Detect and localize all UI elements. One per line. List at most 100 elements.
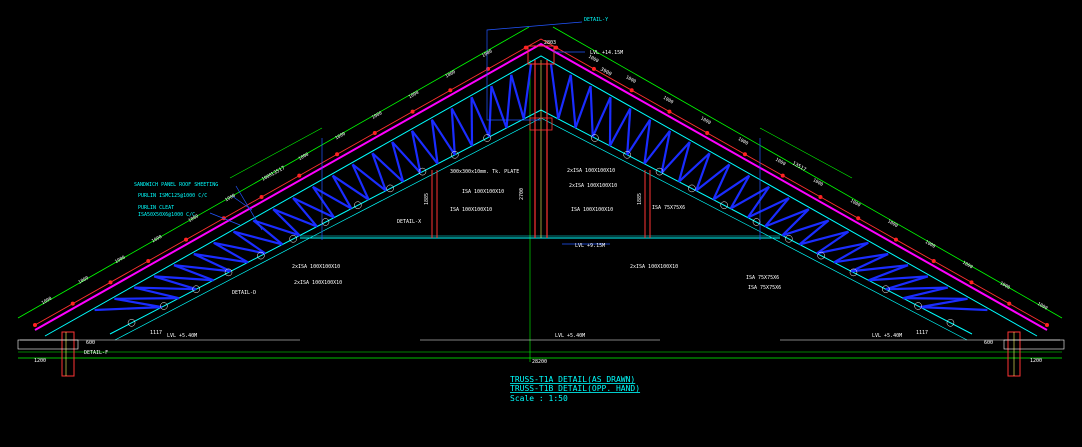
member-right-f: ISA 75X75X6 (748, 285, 781, 291)
panel-dimensions: 1000100010001000100010001000100010001000… (41, 48, 1049, 311)
right-node-tag (655, 167, 664, 176)
left-web-diag (505, 74, 513, 129)
member-right-d: ISA 75X75X6 (652, 205, 685, 211)
left-purlin-dot (33, 323, 37, 327)
right-panel-dim: 1000 (662, 95, 675, 106)
right-web-diag (851, 264, 909, 273)
left-web-diag (252, 219, 284, 246)
right-web-diag (695, 163, 731, 192)
member-left-c: ISA 100X100X10 (462, 189, 504, 195)
left-web-diag (450, 108, 456, 155)
right-web-diag (712, 163, 731, 201)
left-web-diag (510, 74, 525, 120)
member-left-b: 2xISA 100X100X10 (294, 280, 342, 286)
right-web-diag (643, 130, 671, 165)
overall-span-dim: 28200 (532, 359, 547, 365)
left-purlin-dot (297, 173, 302, 178)
plate-label: 300x300x10mm. Tk. PLATE (450, 169, 519, 175)
left-web-diag (488, 85, 493, 137)
member-right-b: 2xISA 100X100X10 (569, 183, 617, 189)
right-bottom-chord-2 (540, 117, 968, 341)
top-chord (34, 42, 1048, 331)
right-panel-dim: 1000 (886, 219, 899, 230)
left-support-wall (61, 331, 75, 377)
right-slope-dim: 13517 (791, 161, 807, 174)
left-node-tag (160, 302, 168, 310)
right-web-diag (660, 130, 672, 173)
left-purlin-dot (372, 130, 377, 135)
right-node-tag (914, 302, 922, 310)
right-web-diag (764, 197, 790, 228)
left-web-diag (193, 252, 249, 264)
left-web-diag (411, 130, 439, 165)
right-web-diag (920, 297, 968, 309)
left-node-tag (386, 184, 394, 193)
left-slope-dim-line (17, 26, 530, 319)
right-panel-dim: 1000 (587, 54, 600, 65)
left-purlin-dot (108, 280, 113, 285)
right-slope-dim-line-2 (759, 127, 853, 179)
base-left-dim: 1117 (150, 330, 162, 336)
right-bottom-chord (540, 109, 973, 335)
detail-x-label: DETAIL-X (397, 219, 421, 225)
right-slope-dim-line (552, 26, 1063, 319)
right-web-diag (903, 297, 968, 300)
left-web-diag (193, 253, 232, 273)
right-node-tag (591, 134, 599, 142)
left-web-diag (410, 130, 422, 173)
right-panel-dim: 1000 (961, 260, 974, 271)
left-purlin-dot (146, 258, 151, 263)
supports (17, 331, 1065, 377)
left-bearing-dim: 1200 (34, 358, 46, 364)
left-web-diag (522, 63, 533, 120)
right-node-tag (785, 235, 793, 243)
left-web-diag (450, 107, 474, 147)
left-slope-dim-line-2 (229, 127, 323, 179)
right-web-diag (557, 74, 572, 120)
right-web-diag (816, 241, 869, 255)
right-web-diag (799, 230, 849, 246)
center-height-dim: 2700 (519, 188, 525, 200)
right-panel-dim: 1000 (774, 157, 787, 168)
right-node-tag (720, 201, 728, 209)
base-right-dim: 1117 (916, 330, 928, 336)
left-panel-dim: 1000 (408, 90, 421, 101)
detail-y-leader (486, 21, 583, 121)
left-web-diag (272, 208, 318, 228)
member-left-d: ISA 100X100X10 (450, 207, 492, 213)
left-web-diag (134, 286, 180, 300)
left-node-tag (451, 151, 459, 159)
node-tags (127, 134, 955, 327)
right-purlin-dot (591, 66, 596, 71)
chords (20, 38, 1060, 341)
right-web-diag (626, 108, 632, 155)
left-web-diag (173, 264, 214, 282)
right-purlin-dot (1007, 301, 1012, 306)
left-web-diag (153, 275, 197, 291)
left-node-tag (354, 201, 362, 209)
left-web-diag (292, 197, 318, 228)
right-web-diag (626, 118, 652, 156)
right-panel-dim: 1000 (625, 74, 638, 85)
right-web-diag (677, 141, 691, 182)
right-web-diag (920, 306, 988, 312)
right-web-diag (885, 286, 948, 291)
left-web-diag (430, 118, 456, 156)
left-purlin-dot (70, 301, 75, 306)
right-web-diag (589, 85, 594, 137)
web-members (94, 63, 988, 312)
right-support-cap (1003, 339, 1065, 350)
left-node-tag (257, 251, 265, 260)
right-node-tag (882, 285, 890, 293)
right-node-tag (623, 151, 631, 159)
right-panel-dim: 1000 (999, 280, 1012, 291)
right-web-diag (833, 241, 869, 264)
right-purlin-dot (629, 88, 634, 93)
left-node-tag (321, 218, 330, 226)
right-web-diag (591, 96, 612, 138)
left-web-diag (213, 241, 266, 255)
right-node-tag (817, 251, 825, 260)
right-web-diag (643, 119, 652, 164)
right-node-tag (849, 268, 858, 277)
